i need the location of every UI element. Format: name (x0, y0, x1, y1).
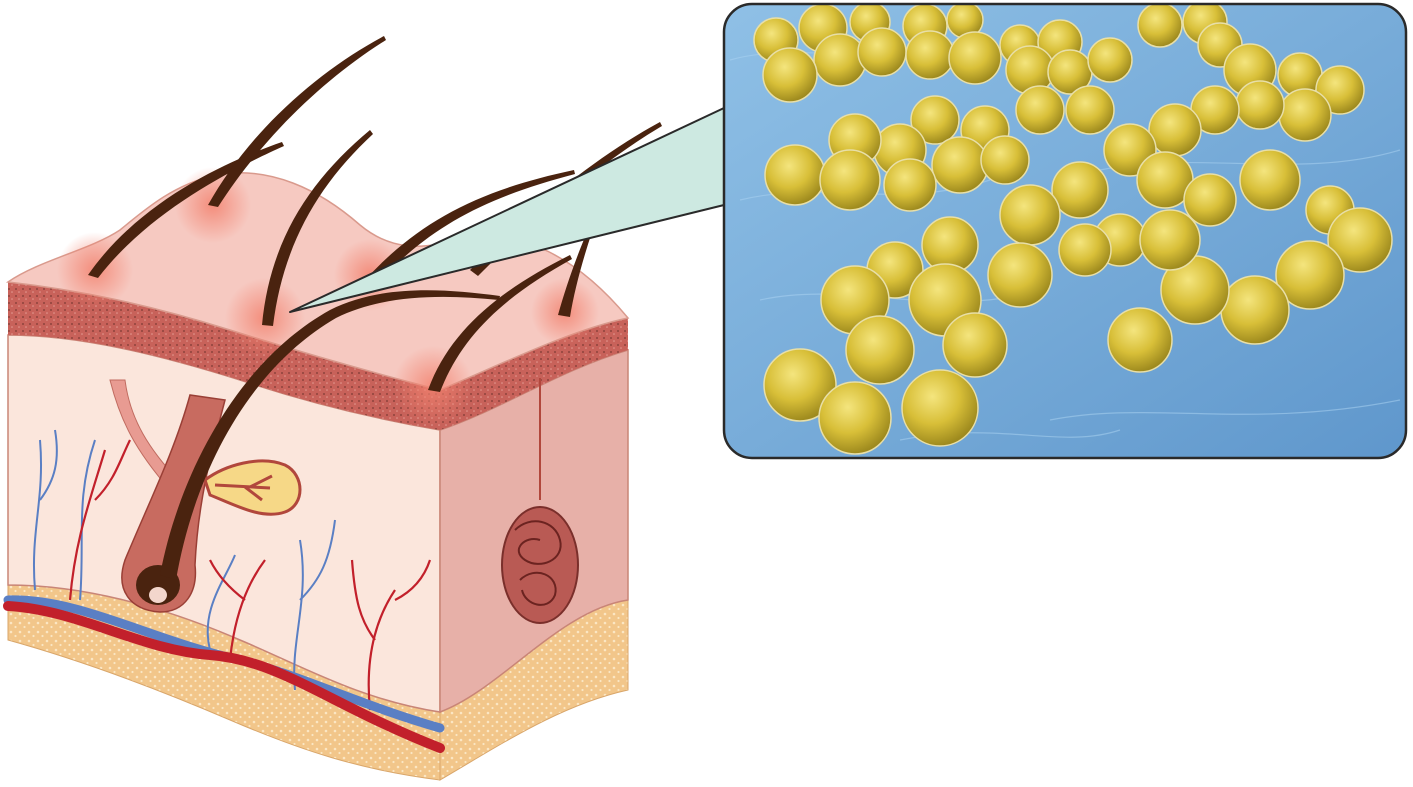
dermal-papilla (149, 587, 167, 603)
coccus-bacterium (988, 243, 1052, 307)
coccus-bacterium (819, 382, 891, 454)
coccus-bacterium (932, 137, 988, 193)
coccus-bacterium (981, 136, 1029, 184)
coccus-bacterium (846, 316, 914, 384)
coccus-bacterium (1279, 89, 1331, 141)
coccus-bacterium (884, 159, 936, 211)
coccus-bacterium (949, 32, 1001, 84)
coccus-bacterium (943, 313, 1007, 377)
coccus-bacterium (1000, 185, 1060, 245)
coccus-bacterium (1140, 210, 1200, 270)
coccus-bacterium (1149, 104, 1201, 156)
coccus-bacterium (1240, 150, 1300, 210)
bacteria-panel (724, 0, 1406, 458)
coccus-bacterium (1052, 162, 1108, 218)
coccus-bacterium (1108, 308, 1172, 372)
coccus-bacterium (1184, 174, 1236, 226)
skin-block (8, 36, 662, 780)
coccus-bacterium (763, 48, 817, 102)
coccus-bacterium (1236, 81, 1284, 129)
coccus-bacterium (1088, 38, 1132, 82)
coccus-bacterium (1138, 3, 1182, 47)
coccus-bacterium (858, 28, 906, 76)
coccus-bacterium (765, 145, 825, 205)
coccus-bacterium (814, 34, 866, 86)
coccus-bacterium (902, 370, 978, 446)
coccus-bacterium (1066, 86, 1114, 134)
hair-shaft (208, 36, 386, 207)
coccus-bacterium (906, 31, 954, 79)
coccus-bacterium (1016, 86, 1064, 134)
coccus-bacterium (1221, 276, 1289, 344)
coccus-bacterium (1059, 224, 1111, 276)
coccus-bacterium (820, 150, 880, 210)
